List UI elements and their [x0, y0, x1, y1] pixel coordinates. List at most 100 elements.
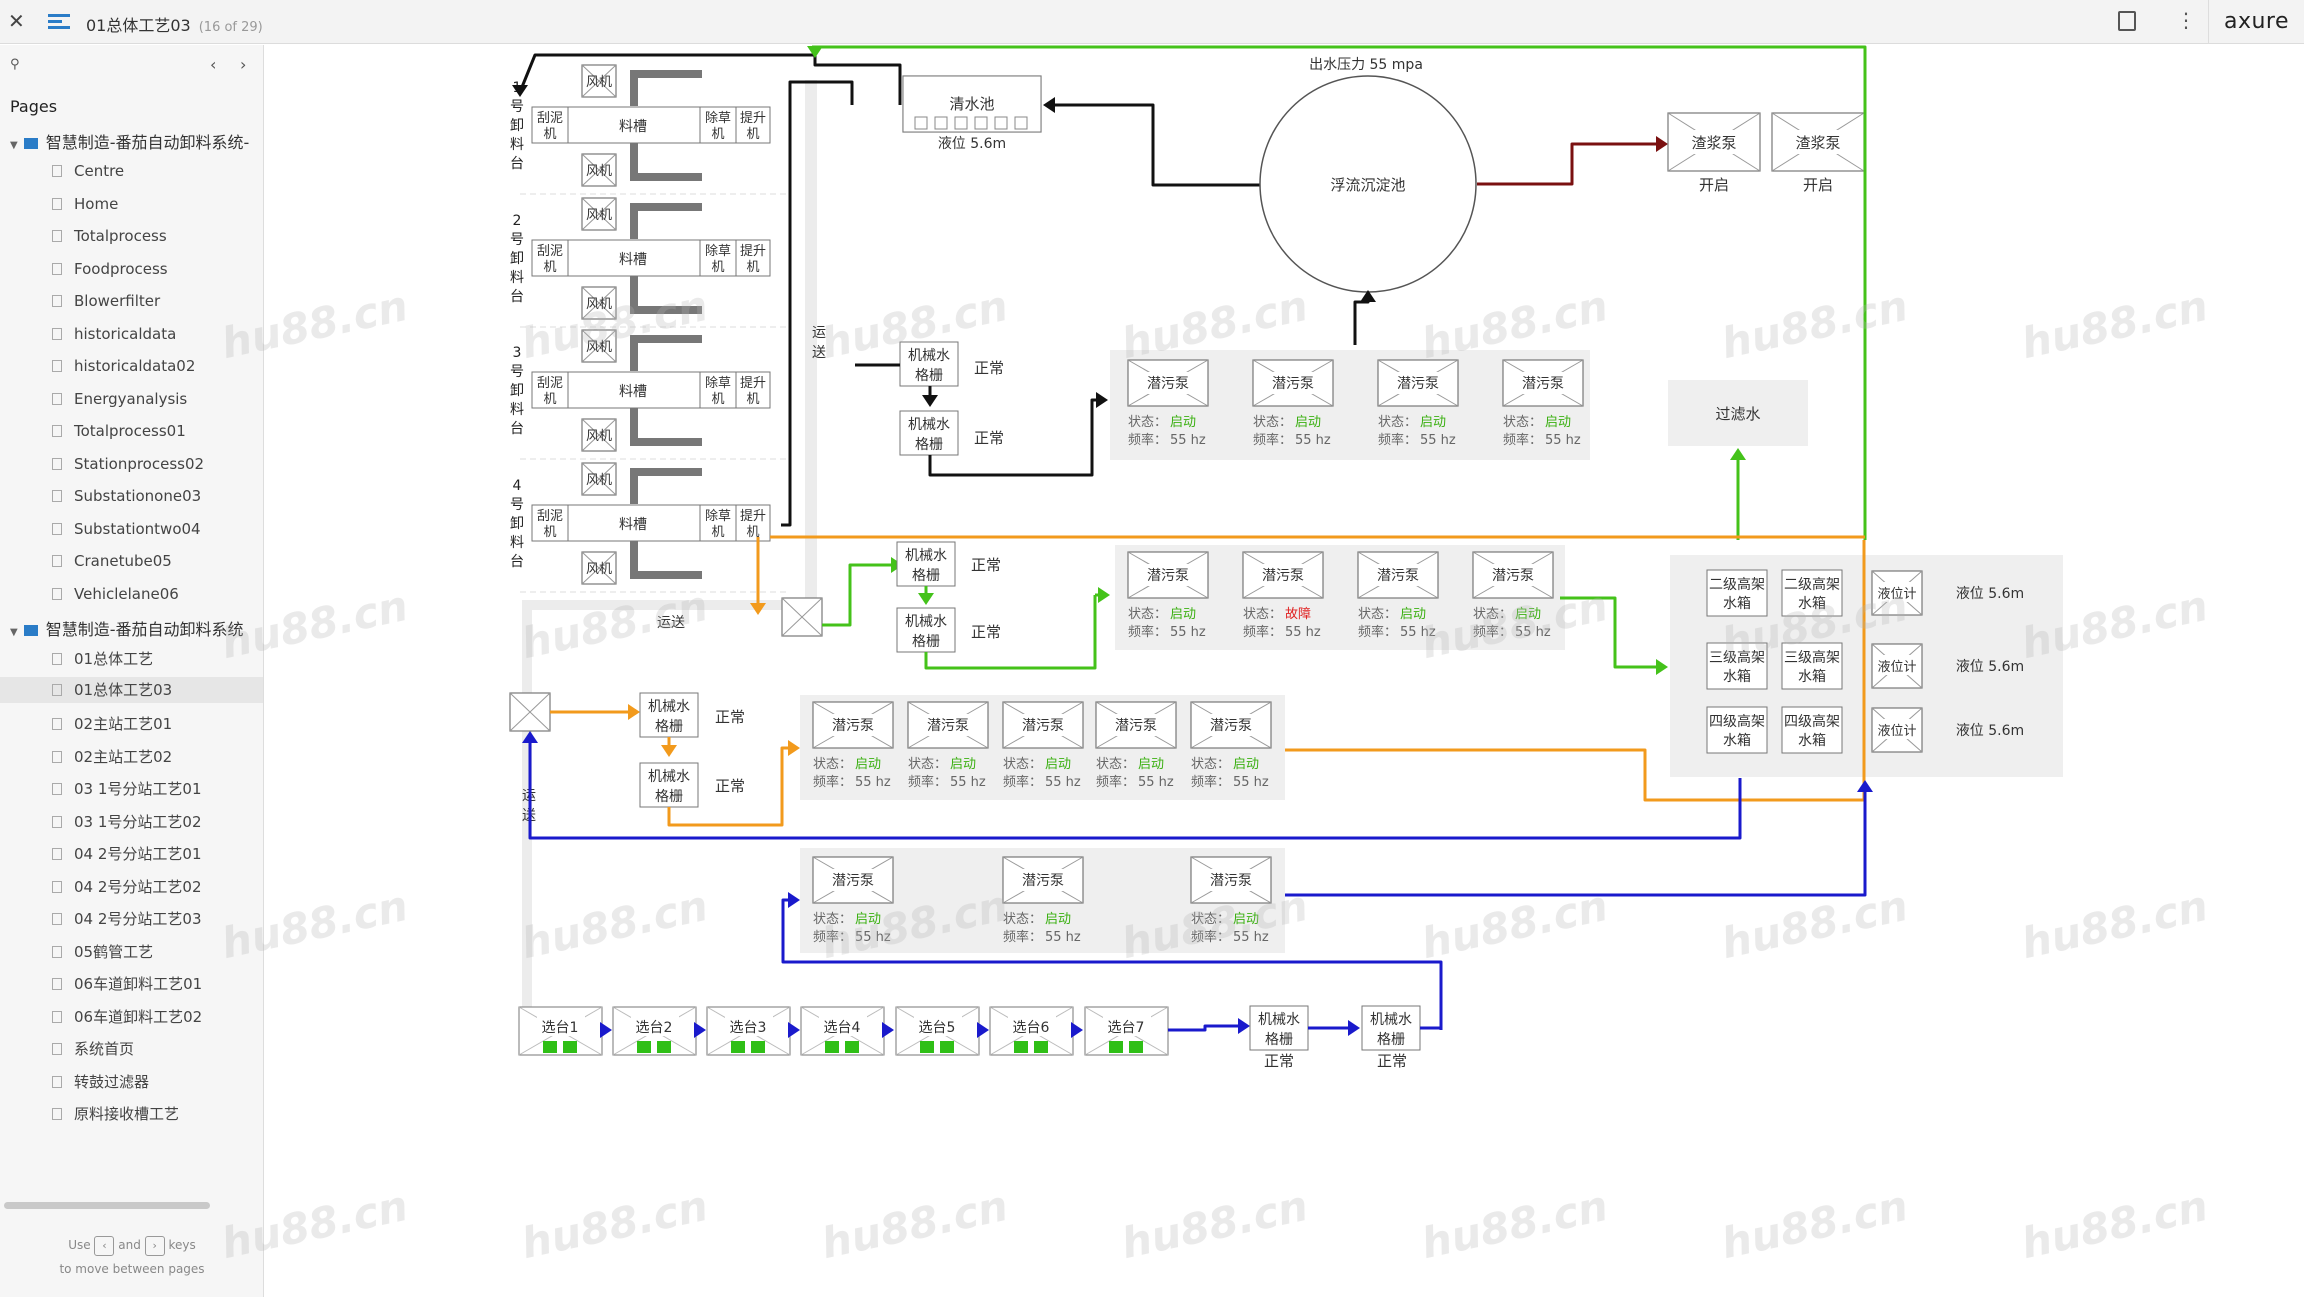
lifter-label: 机 — [746, 392, 759, 407]
page-item[interactable]: 01总体工艺 — [52, 648, 153, 669]
page-item[interactable]: 02主站工艺01 — [52, 713, 172, 734]
page-item[interactable]: 03 1号分站工艺01 — [52, 778, 202, 799]
page-item[interactable]: 01总体工艺03 — [0, 676, 263, 703]
black-pipe-pumps — [928, 398, 1100, 477]
junction-box-x2 — [781, 597, 823, 637]
page-item[interactable]: 06车道卸料工艺01 — [52, 973, 202, 994]
close-icon[interactable]: ✕ — [8, 9, 25, 33]
arrow-right-selector — [977, 1022, 989, 1038]
selector-indicator — [543, 1041, 557, 1053]
page-item[interactable]: Blowerfilter — [52, 292, 160, 310]
page-item-label: Totalprocess01 — [74, 422, 186, 440]
lifter-box — [735, 504, 771, 542]
pump-label: 潜污泵 — [1147, 568, 1189, 584]
pump-state-value: 启动 — [1045, 757, 1071, 772]
page-item-label: 05鹤管工艺 — [74, 942, 154, 961]
search-icon[interactable]: ⚲ — [10, 57, 20, 72]
page-item[interactable]: 04 2号分站工艺02 — [52, 876, 202, 897]
page-item[interactable]: 系统首页 — [52, 1038, 134, 1059]
pump-label: 潜污泵 — [1377, 568, 1419, 584]
tank-box — [1781, 706, 1843, 754]
pump-state-label: 状态： — [1243, 607, 1282, 622]
page-item[interactable]: Centre — [52, 162, 124, 180]
chevron-right-icon[interactable]: › — [240, 55, 247, 74]
expand-icon[interactable]: ▼ — [10, 627, 18, 638]
tank-label: 三级高架 — [1709, 649, 1765, 666]
scraper-box — [531, 371, 569, 409]
screen-black-1 — [899, 341, 959, 387]
page-item[interactable]: 06车道卸料工艺02 — [52, 1006, 202, 1027]
chevron-left-icon[interactable]: ‹ — [210, 55, 217, 74]
page-item[interactable]: Home — [52, 195, 118, 213]
fan-duct — [630, 306, 702, 314]
page-item-label: Centre — [74, 162, 125, 180]
page-item[interactable]: Totalprocess01 — [52, 422, 186, 440]
page-item[interactable]: Vehiclelane06 — [52, 585, 179, 603]
pump-freq-label: 频率： — [1473, 624, 1512, 640]
pump-label-bg — [825, 714, 881, 736]
screen-label: 机械水 — [648, 699, 690, 715]
sidebar-scrollbar[interactable] — [4, 1202, 210, 1209]
blue-pipe-1 — [528, 740, 1742, 840]
level-meter-label: 液位计 — [1877, 724, 1916, 739]
page-item[interactable]: 04 2号分站工艺01 — [52, 843, 202, 864]
page-item[interactable]: Foodprocess — [52, 260, 168, 278]
folder-2[interactable]: ▼智慧制造-番茄自动卸料系统 — [10, 616, 243, 640]
pump-freq-value: 55 hz — [855, 930, 891, 945]
notes-icon[interactable] — [2118, 11, 2136, 31]
pump-freq-label: 频率： — [908, 774, 947, 790]
fan-label: 风机 — [586, 297, 612, 312]
pump-freq-label: 频率： — [1191, 929, 1230, 945]
page-item[interactable]: Totalprocess — [52, 227, 167, 245]
page-item[interactable]: Substationtwo04 — [52, 520, 201, 538]
page-icon — [52, 522, 62, 535]
fan-box-x2 — [581, 462, 617, 496]
pump-label: 潜污泵 — [1115, 718, 1157, 734]
page-item[interactable]: 转鼓过滤器 — [52, 1071, 149, 1092]
page-count: (16 of 29) — [198, 20, 263, 35]
page-item[interactable]: Substationone03 — [52, 487, 201, 505]
page-item-label: 04 2号分站工艺01 — [74, 845, 202, 863]
pump-freq-value: 55 hz — [950, 775, 986, 790]
fan-label: 风机 — [586, 429, 612, 444]
page-item[interactable]: 03 1号分站工艺02 — [52, 811, 202, 832]
folder-1[interactable]: ▼智慧制造-番茄自动卸料系统- — [10, 129, 249, 153]
hint-line2: to move between pages — [59, 1262, 205, 1276]
fan-box-x2 — [581, 197, 617, 231]
pump-state-value: 启动 — [855, 757, 881, 772]
page-item-label: Vehiclelane06 — [74, 584, 179, 603]
more-options-icon[interactable]: ⋮ — [2176, 8, 2196, 32]
page-item[interactable]: Cranetube05 — [52, 552, 172, 570]
arrow-down — [512, 85, 528, 97]
pump-state-label: 状态： — [1473, 607, 1512, 622]
fan-duct — [630, 173, 702, 181]
keyboard-hint: Use ‹ and › keys to move between pages — [0, 1233, 264, 1281]
tank-box — [1781, 642, 1843, 690]
page-item[interactable]: 原料接收槽工艺 — [52, 1103, 179, 1124]
folder-icon — [23, 625, 38, 636]
page-item[interactable]: 02主站工艺02 — [52, 746, 172, 767]
scraper-box — [531, 106, 569, 144]
menu-icon[interactable] — [48, 11, 70, 31]
station-label-3: 料 — [510, 402, 524, 418]
pump-label: 潜污泵 — [832, 873, 874, 889]
pump-state-value: 启动 — [1170, 415, 1196, 430]
screen-status: 正常 — [1264, 1052, 1294, 1070]
page-item[interactable]: Stationprocess02 — [52, 455, 204, 473]
page-item[interactable]: Energyanalysis — [52, 390, 187, 408]
page-item[interactable]: historicaldata — [52, 325, 176, 343]
out-pressure-label: 出水压力 55 mpa — [1309, 57, 1423, 73]
screen-blue-2 — [1361, 1005, 1421, 1051]
selector-label: 选台7 — [1108, 1020, 1145, 1036]
page-item[interactable]: 05鹤管工艺 — [52, 941, 153, 962]
page-item[interactable]: historicaldata02 — [52, 357, 195, 375]
weeder-box — [699, 106, 737, 144]
expand-icon[interactable]: ▼ — [10, 140, 18, 151]
screen-label: 机械水 — [905, 614, 947, 630]
selector-indicator — [751, 1041, 765, 1053]
screen-label: 机械水 — [908, 348, 950, 364]
station-label-4: 台 — [510, 554, 524, 570]
pump-label: 潜污泵 — [927, 718, 969, 734]
screen-label: 格栅 — [915, 437, 943, 453]
page-item[interactable]: 04 2号分站工艺03 — [52, 908, 202, 929]
